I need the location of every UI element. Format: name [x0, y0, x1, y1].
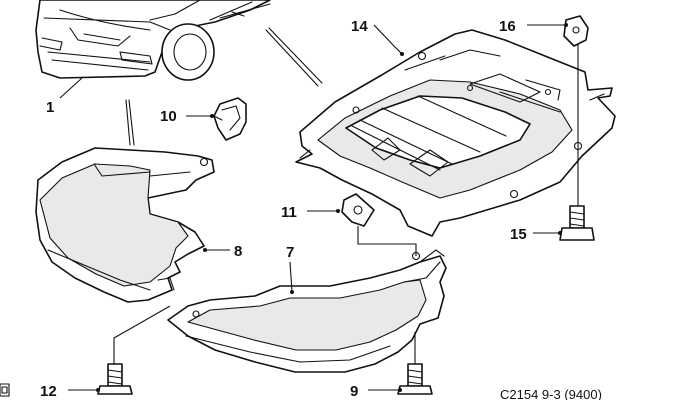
bolt-icon [97, 205, 595, 395]
direction-lines [125, 27, 323, 146]
bracket-icon [213, 97, 247, 141]
callout-11: 11 [281, 204, 297, 221]
callout-16: 16 [499, 18, 516, 35]
callout-labels: 1 10 14 16 11 8 7 15 12 9 [40, 18, 527, 400]
callout-8: 8 [234, 243, 242, 260]
callout-7: 7 [286, 244, 294, 261]
corner-box-icon [563, 15, 589, 47]
bolt-15 [559, 205, 595, 241]
callout-12: 12 [40, 383, 57, 400]
callout-1: 1 [46, 99, 54, 116]
callout-10: 10 [160, 108, 177, 125]
callout-14: 14 [351, 18, 368, 35]
leader-lines [59, 23, 579, 392]
bolt-12 [97, 363, 133, 395]
car-front-icon [35, 0, 271, 81]
left-shield-8 [35, 147, 215, 303]
skid-plate-14 [295, 29, 616, 237]
clip-nut-icon [341, 193, 375, 227]
reference-code: C2154 9-3 (9400) [500, 387, 602, 400]
center-shield-7 [167, 249, 447, 373]
corner-marker-icon [0, 383, 10, 397]
bolt-9 [397, 363, 433, 395]
callout-15: 15 [510, 226, 527, 243]
callout-9: 9 [350, 383, 358, 400]
